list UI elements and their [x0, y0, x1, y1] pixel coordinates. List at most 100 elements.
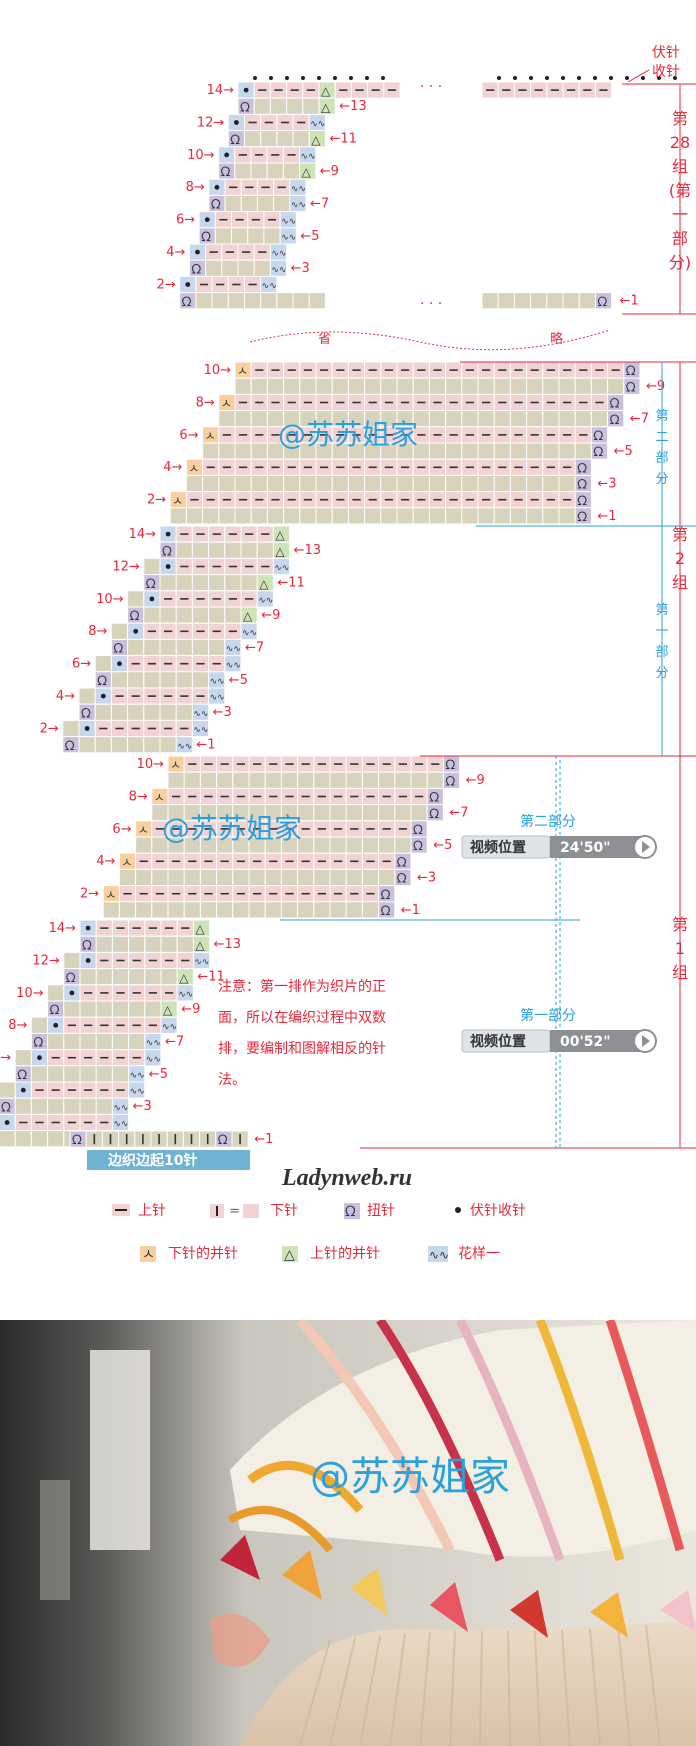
chart-cell — [266, 507, 285, 525]
pattern1-icon: ∿∿ — [113, 1103, 128, 1113]
group-2-part1-label: 第 — [655, 603, 668, 618]
chart-cell — [313, 771, 331, 789]
row-number: ←3 — [417, 870, 436, 885]
row-number: ←3 — [291, 261, 310, 276]
purl-k2tog-icon: ㅅ — [237, 364, 248, 378]
pattern1-icon: ∿∿ — [281, 217, 296, 227]
chart-cell — [14, 1130, 32, 1148]
chart-cell — [144, 968, 162, 986]
chart-cell — [218, 507, 236, 525]
chart-cell — [313, 901, 331, 919]
chart-cell — [175, 606, 193, 624]
chart-cell — [378, 901, 396, 919]
knit-k2tog-icon: △ — [321, 100, 331, 114]
chart-cell — [412, 377, 430, 395]
bindoff-symbol-icon — [269, 76, 273, 80]
chart-cell — [607, 410, 625, 428]
group-2-part1-section: △14→ᘯ△←13∿∿12→ᘯ△←11∿∿10→ᘯ△←9∿∿8→ᘯ∿∿←7∿∿6… — [40, 525, 321, 754]
row-number: 4→ — [96, 854, 115, 869]
chart-cell — [264, 771, 282, 789]
legend-pattern1: 花样一 — [458, 1246, 500, 1262]
chart-cell — [329, 804, 347, 822]
chart-cell — [0, 1130, 16, 1148]
chart-cell — [94, 655, 112, 673]
chart-cell — [110, 622, 129, 640]
knit-k2tog-icon: △ — [259, 577, 269, 591]
pattern1-icon: ∿∿ — [226, 645, 241, 655]
legend-knit-k2tog-swatch — [282, 1246, 298, 1262]
row-number: 4→ — [163, 460, 182, 475]
chart-cell — [192, 951, 211, 970]
chart-cell — [361, 771, 380, 789]
row-number: 10→ — [96, 592, 124, 607]
chart-cell — [318, 97, 336, 115]
row-number: 12→ — [112, 559, 140, 574]
chart-cell — [574, 442, 592, 460]
chart-cell — [445, 442, 463, 460]
chart-cell — [30, 1097, 49, 1115]
chart-cell — [280, 901, 299, 919]
chart-cell — [208, 606, 226, 624]
bindoff-symbol-icon — [513, 76, 517, 80]
twist-symbol-icon: ᘯ — [597, 295, 607, 310]
pattern1-icon: ∿∿ — [258, 596, 273, 606]
chart-cell — [199, 901, 218, 919]
chart-cell — [234, 377, 252, 395]
twist-symbol-icon: ᘯ — [445, 774, 455, 789]
row-number: ←3 — [213, 705, 232, 720]
twist-symbol-icon: ᘯ — [191, 262, 201, 277]
video-part1[interactable]: 第一部分 视频位置 00'52" — [461, 1007, 657, 1053]
chart-cell — [47, 1130, 65, 1148]
chart-cell — [248, 901, 266, 919]
chart-cell — [260, 292, 278, 310]
bindoff-label-2: 收针 — [652, 64, 680, 80]
chart-cell — [345, 771, 363, 789]
group-28-label: 组 — [672, 157, 688, 176]
chart-cell — [224, 194, 242, 213]
twist-symbol-icon: ᘯ — [593, 445, 603, 460]
pattern1-icon: ∿∿ — [301, 152, 316, 162]
row-number: ←9 — [320, 164, 339, 179]
row-number: 2→ — [80, 887, 99, 902]
chart-cell — [574, 377, 592, 395]
bindoff-symbol-icon — [455, 1207, 461, 1213]
chart-cell — [509, 507, 528, 525]
chart-cell — [95, 1032, 113, 1051]
chart-cell — [167, 901, 185, 919]
twist-symbol-icon: ᘯ — [182, 295, 192, 310]
bindoff-symbol-icon — [545, 76, 549, 80]
row-number: ←7 — [449, 806, 468, 821]
bindoff-symbol-icon — [4, 1120, 10, 1125]
bindoff-label-1: 伏针 — [652, 45, 680, 61]
chart-cell — [364, 474, 382, 493]
shawl-photo: @苏苏姐家 — [0, 1320, 696, 1746]
chart-cell — [269, 97, 288, 115]
chart-cell — [445, 377, 463, 395]
chart-cell — [94, 736, 112, 754]
chart-cell — [380, 507, 398, 525]
chart-cell — [63, 1097, 81, 1115]
chart-cell — [269, 259, 288, 277]
bindoff-symbol-icon — [609, 76, 613, 80]
knit-k2tog-icon: △ — [179, 971, 189, 985]
chart-cell — [111, 1032, 130, 1051]
chart-cell — [461, 442, 479, 460]
chart-cell — [234, 162, 252, 180]
play-triangle-icon — [642, 841, 650, 853]
chart-cell — [128, 968, 146, 986]
chart-cell — [497, 292, 515, 310]
chart-cell — [396, 474, 414, 493]
chart-cell — [364, 507, 382, 525]
chart-cell — [214, 227, 233, 245]
chart-cell — [428, 507, 447, 525]
chart-cell — [248, 771, 266, 789]
chart-cell — [111, 968, 130, 986]
knit-k2tog-icon: △ — [311, 133, 321, 147]
chart-cell — [412, 474, 430, 493]
chart-cell — [590, 377, 609, 395]
twist-symbol-icon: ᘯ — [97, 674, 107, 689]
video-part2[interactable]: 第二部分 视频位置 24'50" — [461, 813, 657, 859]
chart-cell — [232, 868, 250, 887]
chart-cell — [208, 574, 226, 592]
chart-cell — [143, 703, 161, 721]
